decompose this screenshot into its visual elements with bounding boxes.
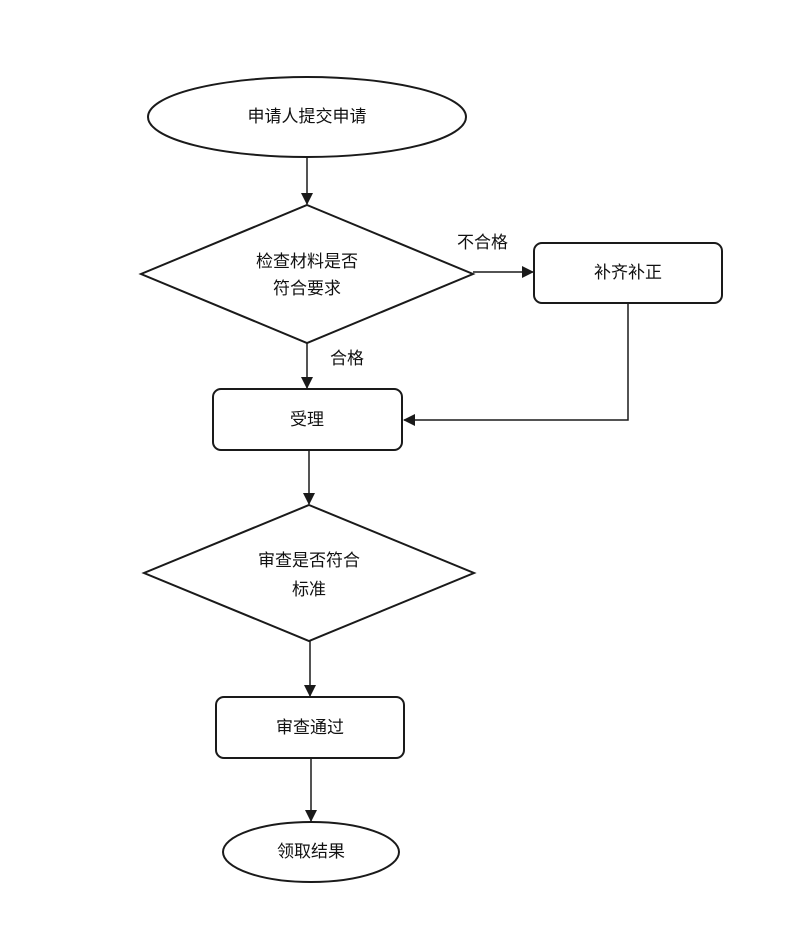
check-materials-diamond-shape	[138, 203, 476, 345]
collect-result-oval-shape	[222, 821, 400, 883]
accept-node-label: 受理	[290, 410, 324, 430]
review-standard-label-line1: 审查是否符合	[258, 551, 360, 571]
edge-label-unqualified: 不合格	[457, 233, 508, 253]
check-materials-label-line2: 符合要求	[273, 279, 341, 299]
start-node: 申请人提交申请	[147, 76, 467, 158]
collect-result-node: 领取结果	[222, 821, 400, 883]
collect-result-node-label: 领取结果	[277, 842, 345, 862]
review-standard-decision: 审查是否符合 标准	[141, 503, 477, 643]
approved-box-shape	[215, 696, 405, 759]
supplement-node: 补齐补正	[533, 242, 723, 304]
approved-node-label: 审查通过	[276, 718, 344, 738]
edge-label-qualified: 合格	[330, 349, 364, 369]
approved-node: 审查通过	[215, 696, 405, 759]
review-standard-label-line2: 标准	[292, 580, 326, 600]
check-materials-label-line1: 检查材料是否	[256, 252, 358, 272]
accept-box-shape	[212, 388, 403, 451]
edge-supplement-to-accept	[403, 303, 629, 426]
start-node-label: 申请人提交申请	[248, 107, 367, 127]
supplement-node-label: 补齐补正	[594, 263, 662, 283]
review-standard-diamond-shape	[141, 503, 477, 643]
accept-node: 受理	[212, 388, 403, 451]
check-materials-decision: 检查材料是否 符合要求	[138, 203, 476, 345]
